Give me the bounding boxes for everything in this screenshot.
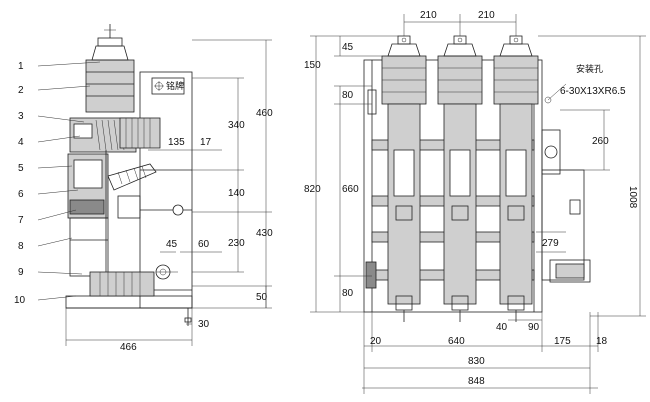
part-number: 5	[18, 163, 24, 174]
nameplate	[151, 77, 185, 95]
insulator-stack	[119, 117, 161, 149]
dim-279: 279	[542, 238, 559, 249]
dim-45: 45	[166, 239, 178, 250]
crosshair-icon	[154, 81, 164, 91]
dim-20: 20	[370, 336, 382, 347]
dim-150: 150	[304, 60, 321, 71]
dim-140: 140	[228, 188, 245, 199]
mount-hole-spec: 6-30X13XR6.5	[560, 86, 626, 97]
side-dimensions	[65, 39, 272, 346]
phase-c	[493, 35, 539, 322]
handle-hole	[172, 204, 184, 216]
side-view: 铭牌 1 2 3 4 5 6 7 8 9 10	[14, 24, 273, 353]
side-base	[65, 295, 193, 309]
dim-80-bottom: 80	[342, 288, 354, 299]
part-leaders	[37, 61, 101, 301]
part-number: 10	[14, 295, 26, 306]
part-number: 8	[18, 241, 24, 252]
part-number: 6	[18, 189, 24, 200]
dim-260: 260	[592, 136, 609, 147]
part-labels: 1 2 3 4 5 6 7 8 9 10	[14, 61, 26, 306]
dim-135: 135	[168, 137, 185, 148]
part-number: 3	[18, 111, 24, 122]
phase-a	[381, 35, 427, 322]
front-view: 安装孔 6-30X13XR6.5	[304, 10, 646, 394]
dim-1008: 1008	[627, 186, 638, 209]
dim-210-left: 210	[420, 10, 437, 21]
dim-848: 848	[468, 376, 485, 387]
part-number: 4	[18, 137, 24, 148]
operating-mechanism	[541, 169, 585, 281]
mechanism	[69, 199, 105, 215]
left-handle	[365, 261, 377, 289]
dim-17: 17	[200, 137, 212, 148]
dim-60: 60	[198, 239, 210, 250]
part-number: 2	[18, 85, 24, 96]
part-number: 7	[18, 215, 24, 226]
front-dimensions	[310, 14, 646, 394]
dim-460: 460	[256, 108, 273, 119]
dim-18: 18	[596, 336, 608, 347]
dim-340: 340	[228, 120, 245, 131]
part-number: 9	[18, 267, 24, 278]
top-insulator	[85, 59, 135, 113]
dim-230: 230	[228, 238, 245, 249]
dim-175: 175	[554, 336, 571, 347]
mount-hole-label: 安装孔	[576, 63, 603, 74]
dim-430: 430	[256, 228, 273, 239]
dim-40: 40	[496, 322, 508, 333]
lower-insulator	[89, 271, 155, 297]
dim-80-top: 80	[342, 90, 354, 101]
nameplate-label: 铭牌	[166, 80, 184, 91]
part-number: 1	[18, 61, 24, 72]
dim-640: 640	[448, 336, 465, 347]
phase-b	[437, 35, 483, 322]
dim-660: 660	[342, 184, 359, 195]
dim-90: 90	[528, 322, 540, 333]
dim-830: 830	[468, 356, 485, 367]
dim-45-front: 45	[342, 42, 354, 53]
dim-30: 30	[198, 319, 210, 330]
dim-210-right: 210	[478, 10, 495, 21]
dim-50: 50	[256, 292, 268, 303]
dim-466: 466	[120, 342, 137, 353]
dim-820: 820	[304, 184, 321, 195]
